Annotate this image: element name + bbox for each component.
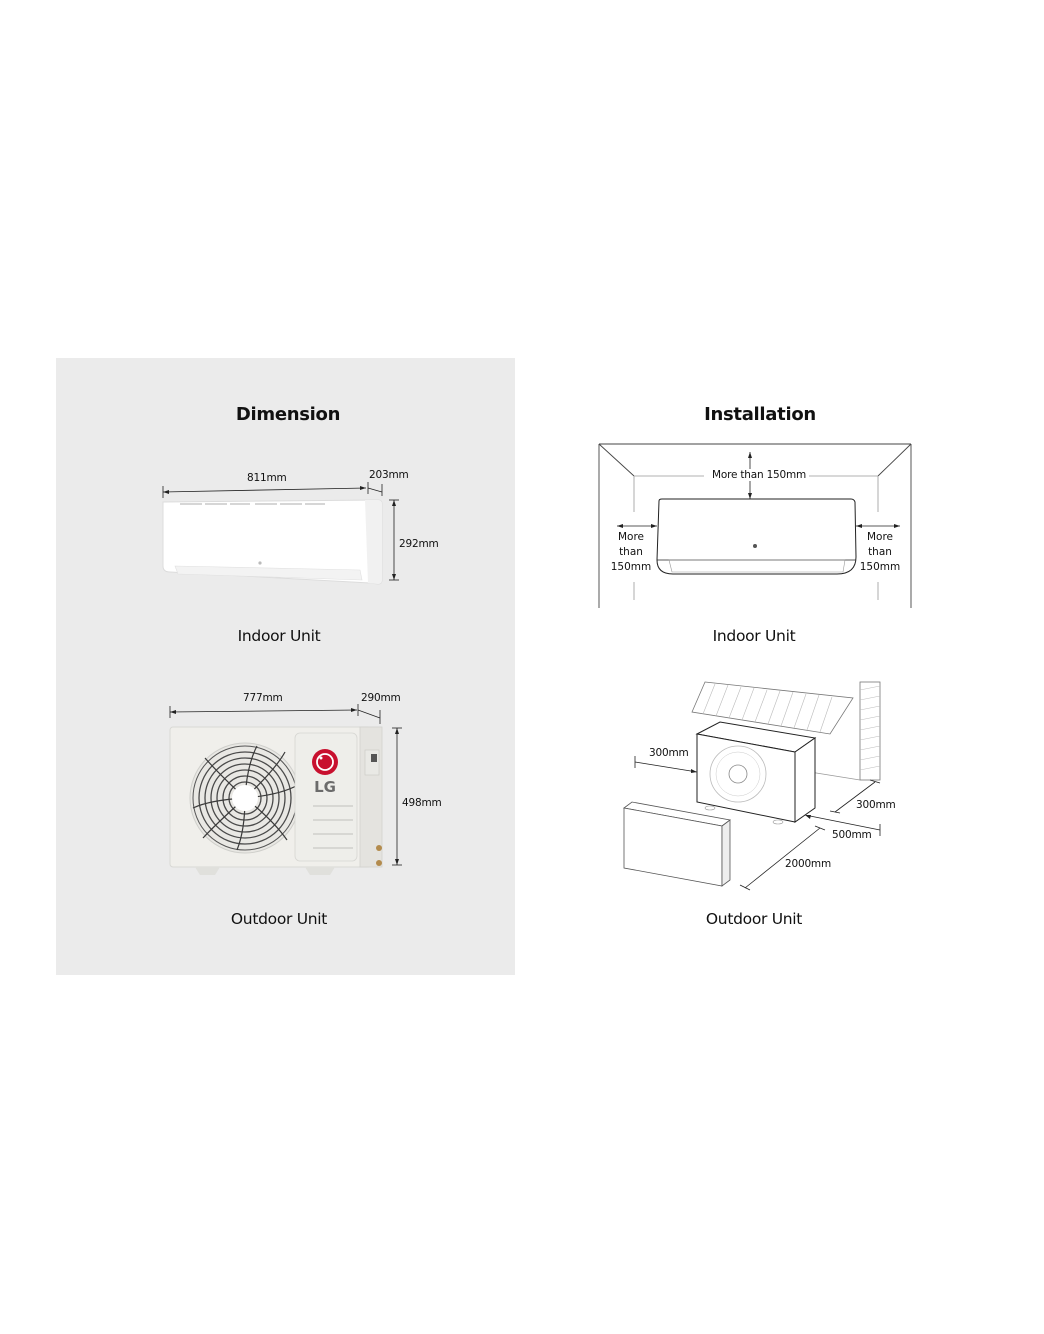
dimension-indoor-caption: Indoor Unit	[237, 627, 321, 645]
fan-grill-icon	[189, 742, 301, 854]
outdoor-side-clearance-label: 500mm	[832, 829, 872, 841]
dimension-outdoor-caption: Outdoor Unit	[230, 910, 328, 928]
left-clearance-line2: than	[619, 546, 643, 558]
indoor-installation-diagram	[598, 443, 912, 608]
outdoor-height-label: 498mm	[402, 797, 442, 809]
outdoor-depth-label: 290mm	[361, 692, 401, 704]
lg-logo-icon	[312, 749, 338, 775]
installation-indoor-caption: Indoor Unit	[712, 627, 796, 645]
outdoor-front-clearance-label: 2000mm	[785, 858, 831, 870]
indoor-depth-label: 203mm	[369, 469, 409, 481]
outdoor-unit-dimension-drawing	[169, 704, 402, 875]
installation-outdoor-caption: Outdoor Unit	[705, 910, 803, 928]
outdoor-installation-diagram	[623, 681, 881, 891]
lg-logo-text: LG	[314, 778, 336, 796]
left-clearance-line1: More	[617, 531, 645, 543]
left-clearance-line3: 150mm	[610, 561, 652, 573]
outdoor-rear-clearance-label: 300mm	[856, 799, 896, 811]
outdoor-width-label: 777mm	[243, 692, 283, 704]
top-clearance-label: More than 150mm	[709, 469, 810, 481]
indoor-unit-dimension-drawing	[162, 482, 399, 585]
right-clearance-line1: More	[866, 531, 894, 543]
right-clearance-label: More than 150mm	[855, 530, 905, 575]
right-clearance-line2: than	[868, 546, 892, 558]
indoor-width-label: 811mm	[247, 472, 287, 484]
left-clearance-label: More than 150mm	[606, 530, 656, 575]
installation-title: Installation	[704, 404, 816, 425]
right-clearance-line3: 150mm	[859, 561, 901, 573]
outdoor-left-clearance-label: 300mm	[649, 747, 689, 759]
dimension-title: Dimension	[235, 404, 341, 425]
indoor-height-label: 292mm	[399, 538, 439, 550]
dimension-panel	[56, 358, 515, 975]
